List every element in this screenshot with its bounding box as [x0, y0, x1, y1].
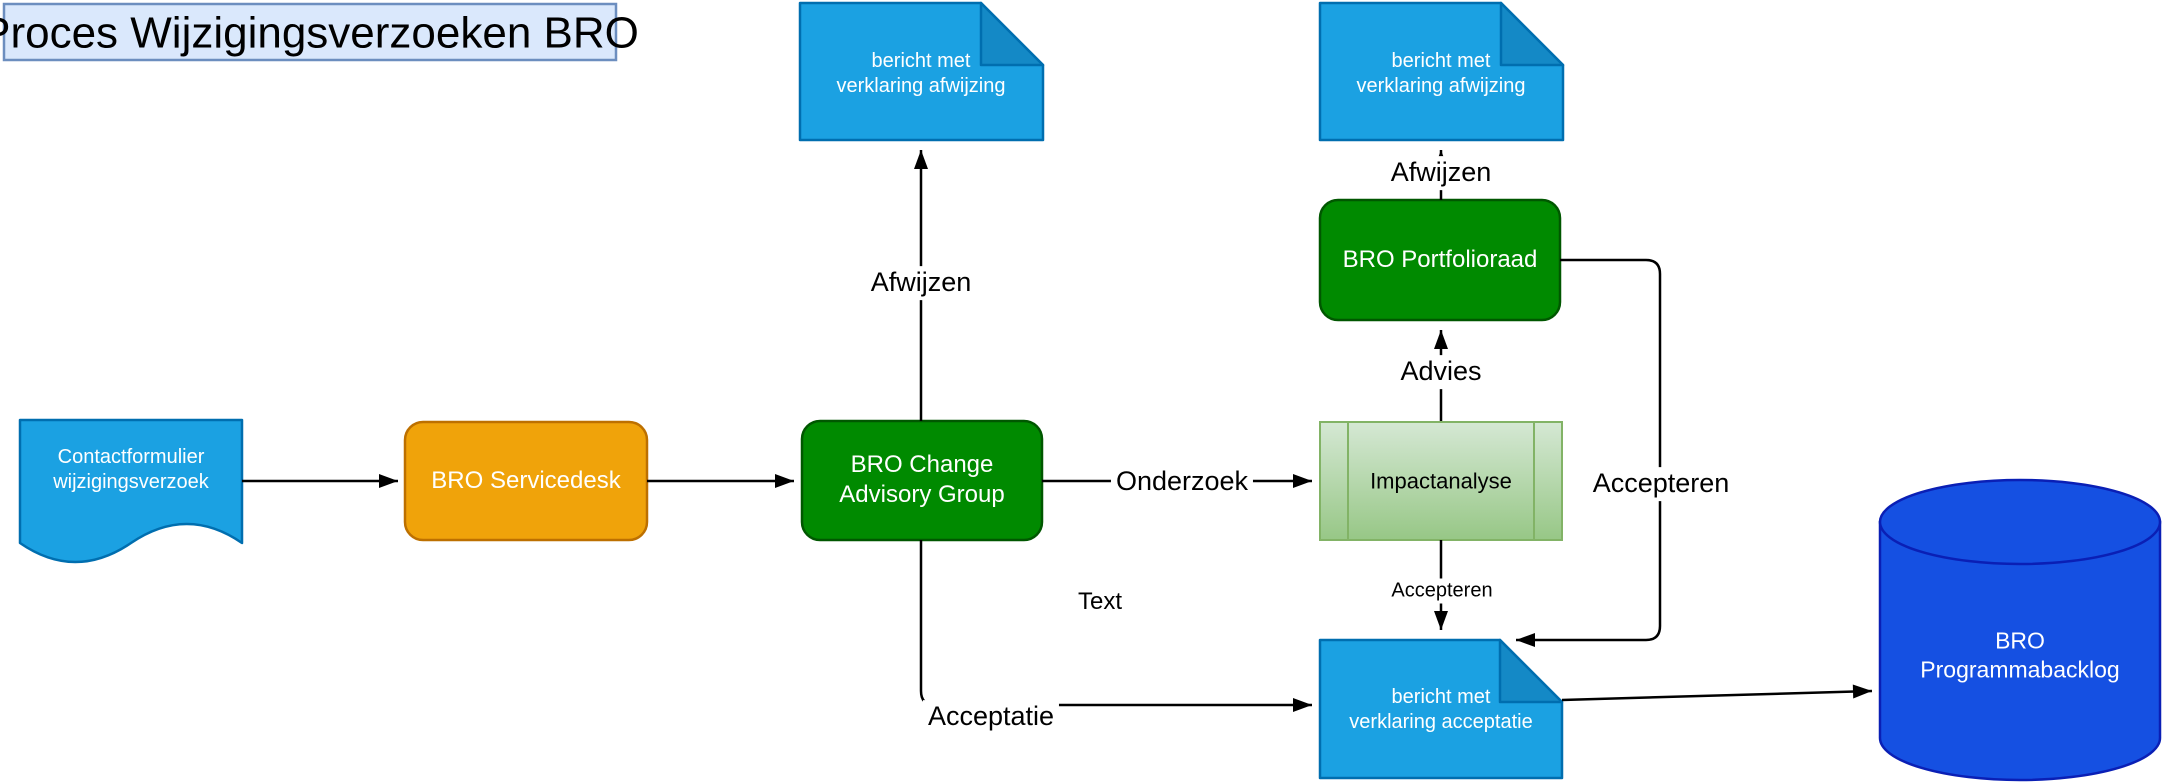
edge-cag-to-acceptance[interactable] [919, 540, 1312, 712]
edge-portfolioraad-accept-loop[interactable] [1516, 258, 1662, 647]
folded-corner-icon [979, 1, 1045, 67]
node-servicedesk[interactable] [403, 420, 649, 542]
node-change-advisory-group[interactable] [800, 419, 1044, 542]
node-rejection-note-left[interactable] [798, 1, 1045, 142]
title-box[interactable] [2, 2, 618, 62]
node-acceptance-note[interactable] [1318, 638, 1564, 780]
node-impactanalyse[interactable] [1319, 421, 1563, 541]
node-contact-form-document[interactable] [18, 418, 244, 564]
folded-corner-icon [1498, 638, 1564, 704]
node-rejection-note-right[interactable] [1318, 1, 1565, 142]
edge-acceptance-to-backlog[interactable] [1561, 684, 1873, 702]
folded-corner-icon [1499, 1, 1565, 67]
node-programmabacklog-database[interactable] [1878, 478, 2162, 782]
node-portfolioraad[interactable] [1318, 198, 1562, 322]
cylinder-top-icon [1878, 478, 2162, 566]
